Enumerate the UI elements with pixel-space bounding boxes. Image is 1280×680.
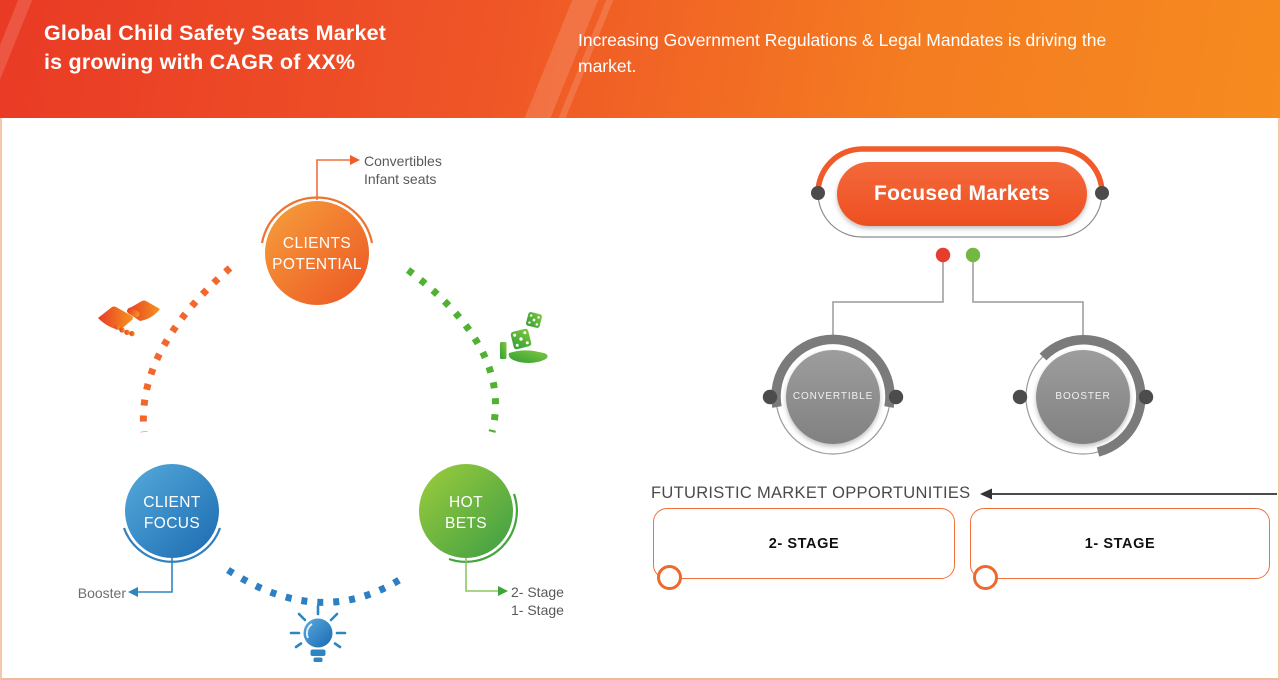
stage-callout-line2: 1- Stage xyxy=(511,602,564,618)
pill-right-dot xyxy=(1095,186,1109,200)
hot-bets-label: HOT BETS xyxy=(406,492,526,534)
pill-left-dot xyxy=(811,186,825,200)
hot-bets-circle xyxy=(419,464,513,558)
stage-box-1-label: 1- STAGE xyxy=(1084,535,1156,552)
booster-arrowhead-icon xyxy=(128,587,138,597)
focused-markets-label: Focused Markets xyxy=(873,182,1051,205)
client-focus-circle xyxy=(125,464,219,558)
clients-potential-line2: POTENTIAL xyxy=(272,256,362,273)
convertibles-connector-line xyxy=(316,159,350,200)
booster-left-dot xyxy=(1012,389,1028,405)
focused-markets-pill[interactable] xyxy=(837,162,1087,226)
dice-hand-icon xyxy=(500,312,548,363)
page-title-line1: Global Child Safety Seats Market xyxy=(44,21,387,45)
opportunities-title: FUTURISTIC MARKET OPPORTUNITIES xyxy=(651,484,971,502)
clients-potential-circle xyxy=(265,201,369,305)
blue-dotted-arc xyxy=(226,567,406,606)
convertibles-callout: Convertibles Infant seats xyxy=(364,152,442,188)
clients-potential-label: CLIENTS POTENTIAL xyxy=(257,233,377,275)
booster-callout: Booster xyxy=(60,584,126,602)
stage-callout-line1: 2- Stage xyxy=(511,584,564,600)
opportunities-arrowhead-icon xyxy=(980,488,992,500)
diagram-canvas xyxy=(98,146,1277,662)
convertible-right-dot xyxy=(888,389,904,405)
pill-outer-bottom-arc xyxy=(817,192,1103,238)
green-dotted-arc xyxy=(405,267,499,433)
stage-callout: 2- Stage 1- Stage xyxy=(511,583,564,619)
stage-box-2-label: 2- STAGE xyxy=(768,535,840,552)
convertible-thick-arc xyxy=(771,334,895,408)
booster-node-label: BOOSTER xyxy=(1055,391,1111,402)
page-subtitle: Increasing Government Regulations & Lega… xyxy=(578,30,1107,76)
page-title-line2: is growing with CAGR of XX% xyxy=(44,50,356,74)
client-focus-line2: FOCUS xyxy=(143,515,201,532)
convertible-left-dot xyxy=(762,389,778,405)
stage-box-2[interactable]: 2- STAGE xyxy=(653,508,955,579)
convertibles-callout-line1: Convertibles xyxy=(364,153,442,169)
tree-branch-right-line xyxy=(972,262,1084,341)
hot-bets-line2: BETS xyxy=(444,515,488,532)
hot-bets-arc xyxy=(448,493,518,563)
lightbulb-icon xyxy=(289,604,347,662)
booster-thick-arc xyxy=(1039,335,1146,457)
convertibles-callout-line2: Infant seats xyxy=(364,171,437,187)
booster-callout-line1: Booster xyxy=(77,585,126,601)
pill-outer-top-arc xyxy=(815,146,1105,194)
orange-dotted-arc xyxy=(139,265,233,433)
hot-bets-line1: HOT xyxy=(449,494,483,511)
header-banner: Global Child Safety Seats Market is grow… xyxy=(0,0,1280,118)
header-diagonal-stripe xyxy=(0,0,41,118)
clients-potential-line1: CLIENTS xyxy=(282,235,352,252)
stage-box-1[interactable]: 1- STAGE xyxy=(970,508,1270,579)
stage-box-2-ring-icon xyxy=(657,565,682,590)
page-title: Global Child Safety Seats Market is grow… xyxy=(44,19,386,77)
green-dot xyxy=(965,247,981,263)
tree-branch-left-line xyxy=(832,262,944,341)
stage-box-1-ring-icon xyxy=(973,565,998,590)
booster-connector-line xyxy=(138,558,173,593)
stage-arrowhead-icon xyxy=(498,586,508,596)
red-dot xyxy=(935,247,951,263)
convertible-node-label: CONVERTIBLE xyxy=(792,391,874,402)
convertibles-arrowhead-icon xyxy=(350,155,360,165)
client-focus-label: CLIENT FOCUS xyxy=(112,492,232,534)
booster-node-circle xyxy=(1036,350,1130,444)
stage-connector-line xyxy=(465,558,498,592)
client-focus-line1: CLIENT xyxy=(143,494,201,511)
handshake-icon xyxy=(98,300,160,337)
convertible-node-circle xyxy=(786,350,880,444)
booster-right-dot xyxy=(1138,389,1154,405)
